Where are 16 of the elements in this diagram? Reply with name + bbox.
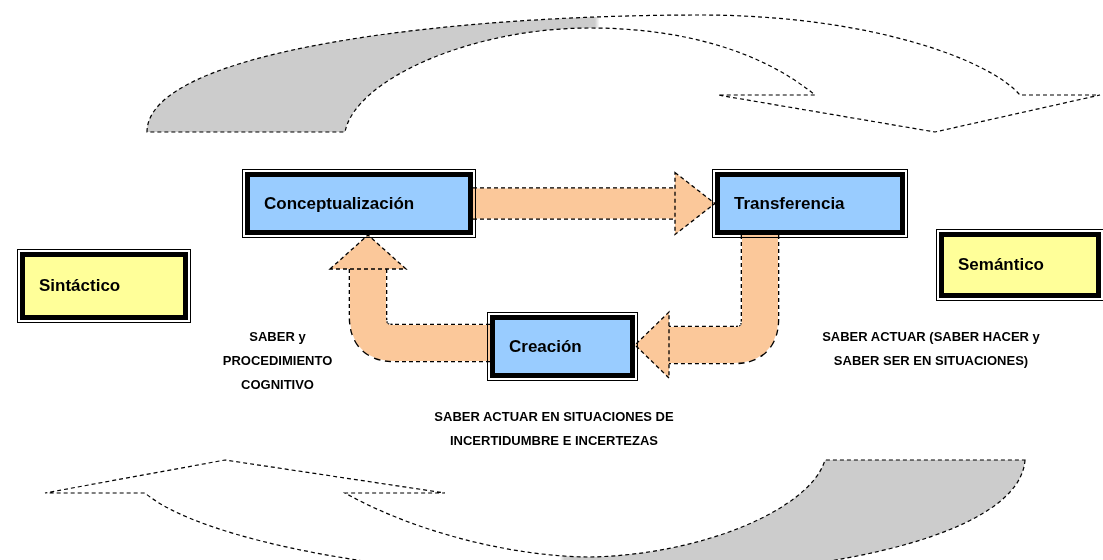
category-box <box>20 252 188 320</box>
node-label: Conceptualización <box>263 193 416 214</box>
process-box <box>715 172 905 235</box>
annotation-text: SABER y PROCEDIMIENTO COGNITIVO <box>221 328 334 394</box>
node-label: Semántico <box>957 255 1045 275</box>
node-label: Transferencia <box>733 193 846 214</box>
category-box <box>939 232 1101 298</box>
block-arrow <box>329 234 490 363</box>
process-box <box>490 315 635 378</box>
annotation-text: SABER ACTUAR EN SITUACIONES DE INCERTIDUMBRE E INCERTEZAS <box>433 408 675 450</box>
block-arrow <box>473 171 716 236</box>
node-label: Creación <box>508 336 583 357</box>
annotation-text: SABER ACTUAR (SABER HACER y SABER SER EN SITUACIONES) <box>821 328 1041 370</box>
block-arrow <box>634 235 780 379</box>
node-label: Sintáctico <box>38 276 122 296</box>
process-box <box>245 172 473 235</box>
